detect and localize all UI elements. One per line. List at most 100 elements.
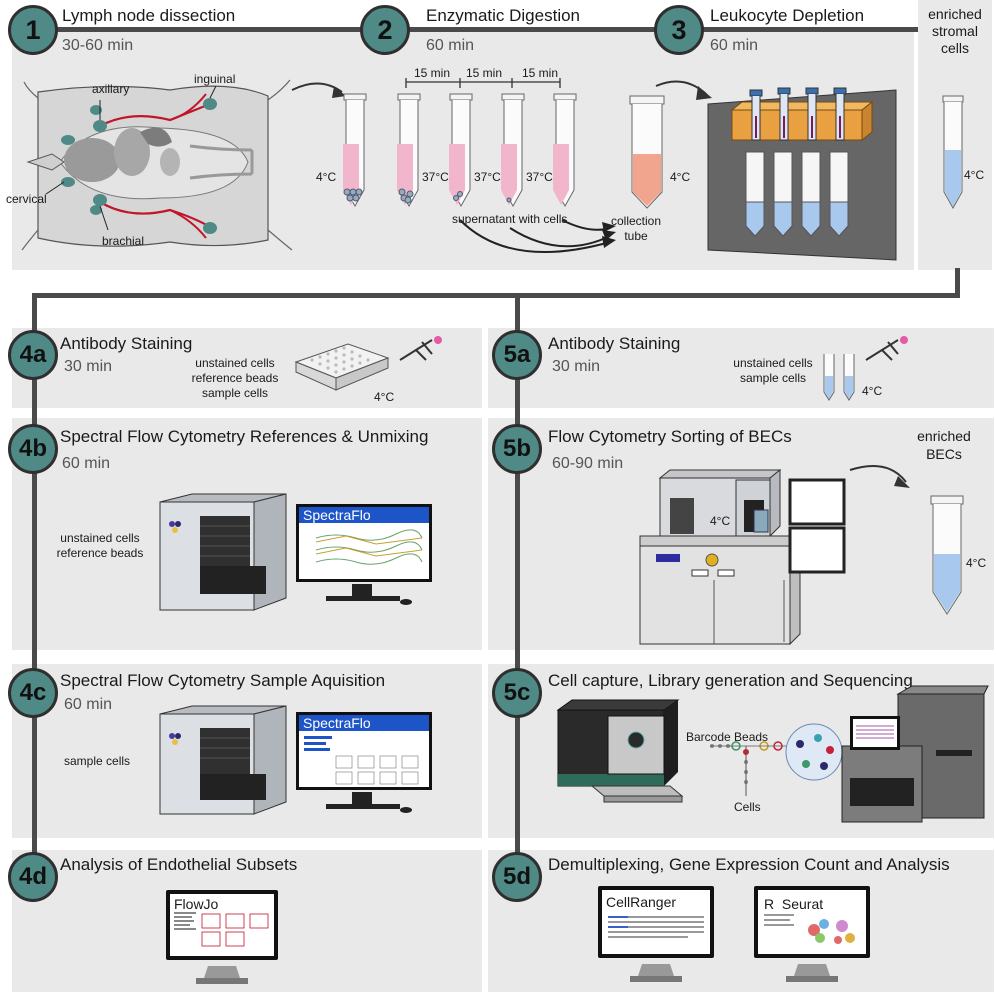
enriched-stromal-line2: stromal xyxy=(932,23,978,39)
label-cervical: cervical xyxy=(6,192,47,206)
step4a-item-beads: reference beads xyxy=(191,371,279,385)
panel-step5a xyxy=(488,328,994,408)
step5b-title: Flow Cytometry Sorting of BECs xyxy=(548,427,792,446)
step3-title: Leukocyte Depletion xyxy=(710,6,865,25)
label-brachial: brachial xyxy=(102,234,145,248)
step5a-title: Antibody Staining xyxy=(548,334,681,353)
well-plate-icon xyxy=(294,343,390,391)
enriched-stromal-line3: cells xyxy=(940,40,969,56)
interval-label-3: 15 min xyxy=(522,66,559,80)
monitor-seurat xyxy=(754,886,870,982)
panel-step5d xyxy=(488,850,994,992)
step1-time: 30-60 min xyxy=(62,37,134,54)
enriched-stromal-label: enriched stromal cells xyxy=(918,6,992,57)
screen-title-4b: SpectraFlo xyxy=(299,507,429,523)
microfluidic-diagram xyxy=(710,723,843,796)
sequencer xyxy=(841,685,989,823)
step4a-title: Antibody Staining xyxy=(60,334,193,353)
temp-tube2: 37°C xyxy=(422,170,449,184)
step4d-title: Analysis of Endothelial Subsets xyxy=(60,855,298,874)
step4c-item-sample: sample cells xyxy=(64,754,131,768)
step5a-items: unstained cells sample cells xyxy=(728,356,818,386)
screen-title-seurat: R Seurat xyxy=(764,896,824,912)
screen-title-4c: SpectraFlo xyxy=(299,715,429,731)
screen-title-cellranger: CellRanger xyxy=(606,894,677,910)
enriched-stromal-tube xyxy=(942,95,964,210)
collection-label-line2: tube xyxy=(624,229,648,243)
step5d-title: Demultiplexing, Gene Expression Count an… xyxy=(548,855,950,874)
label-inguinal: inguinal xyxy=(194,72,236,86)
enriched-becs-line2: BECs xyxy=(926,446,962,462)
step2-badge: 2 xyxy=(360,5,410,55)
step4a-item-unstained: unstained cells xyxy=(195,356,275,370)
step4b-time: 60 min xyxy=(62,455,111,472)
antibody-icon-4a xyxy=(399,336,442,361)
temp-tube3: 37°C xyxy=(474,170,501,184)
step5a-badge: 5a xyxy=(492,330,542,380)
monitor-cellranger xyxy=(598,886,714,982)
step2-title: Enzymatic Digestion xyxy=(426,6,581,25)
magnetic-depletion-rack xyxy=(707,87,897,261)
step5a-item-unstained: unstained cells xyxy=(733,356,813,370)
antibody-icon-5a xyxy=(865,336,908,361)
step5a-time: 30 min xyxy=(552,358,601,375)
step4c-title: Spectral Flow Cytometry Sample Aquisitio… xyxy=(60,671,386,690)
step1-title: Lymph node dissection xyxy=(62,6,236,25)
label-axillary: axillary xyxy=(92,82,130,96)
step5b-time: 60-90 min xyxy=(552,455,624,472)
collection-label-line1: collection xyxy=(610,214,662,228)
step2-time: 60 min xyxy=(426,37,475,54)
step5b-temp: 4°C xyxy=(710,514,731,528)
temp-tube1: 4°C xyxy=(316,170,337,184)
step5d-badge: 5d xyxy=(492,852,542,902)
split-horizontal xyxy=(34,293,960,298)
step5c-title: Cell capture, Library generation and Seq… xyxy=(548,671,913,690)
becs-tube-temp: 4°C xyxy=(966,556,987,570)
right-vertical xyxy=(515,293,520,873)
mouse-dissection-illustration xyxy=(21,79,293,251)
step4d-badge: 4d xyxy=(8,852,58,902)
step5a-temp: 4°C xyxy=(862,384,883,398)
cell-sorter xyxy=(639,468,846,646)
collection-tube xyxy=(629,95,665,209)
interval-label-2: 15 min xyxy=(466,66,503,80)
enriched-becs-label: enriched BECs xyxy=(912,427,976,463)
arrow-digestion-to-depletion xyxy=(655,80,712,100)
enriched-stromal-line1: enriched xyxy=(928,6,982,22)
step4c-badge: 4c xyxy=(8,668,58,718)
arrow-sorter-to-becs xyxy=(849,465,910,488)
panel-step4a xyxy=(12,328,482,408)
spectral-cytometer-4c xyxy=(159,705,287,815)
barcode-beads-label: Barcode Beads xyxy=(686,730,769,744)
temp-collection: 4°C xyxy=(670,170,691,184)
step1-badge: 1 xyxy=(8,5,58,55)
step4a-item-sample: sample cells xyxy=(201,386,269,400)
step4a-items: unstained cells reference beads sample c… xyxy=(180,356,290,401)
screen-title-4d: FlowJo xyxy=(174,896,219,912)
monitor-4d xyxy=(166,890,278,984)
chromium-controller xyxy=(556,699,684,803)
step3-badge: 3 xyxy=(654,5,704,55)
step4b-item-beads: reference beads xyxy=(56,546,144,560)
supernatant-arrows xyxy=(459,219,616,253)
step5a-tubes xyxy=(823,354,855,401)
step4a-temp: 4°C xyxy=(374,390,395,404)
step5b-badge: 5b xyxy=(492,424,542,474)
left-vertical xyxy=(32,293,37,873)
interval-bracket xyxy=(405,78,561,88)
interval-label-1: 15 min xyxy=(414,66,451,80)
collection-label: collection tube xyxy=(606,214,666,244)
step4c-time: 60 min xyxy=(64,696,113,713)
step4b-item-unstained: unstained cells xyxy=(60,531,140,545)
step4b-items: unstained cells reference beads xyxy=(50,531,150,561)
cells-label: Cells xyxy=(734,800,761,814)
enriched-becs-line1: enriched xyxy=(917,428,971,444)
step4b-title: Spectral Flow Cytometry References & Unm… xyxy=(60,427,429,446)
step4b-badge: 4b xyxy=(8,424,58,474)
step4a-badge: 4a xyxy=(8,330,58,380)
step5c-badge: 5c xyxy=(492,668,542,718)
arrow-dissection-to-digestion xyxy=(291,82,346,98)
spectral-cytometer-4b xyxy=(159,493,287,611)
top-timeline xyxy=(34,27,918,32)
enriched-stromal-temp: 4°C xyxy=(964,168,985,182)
